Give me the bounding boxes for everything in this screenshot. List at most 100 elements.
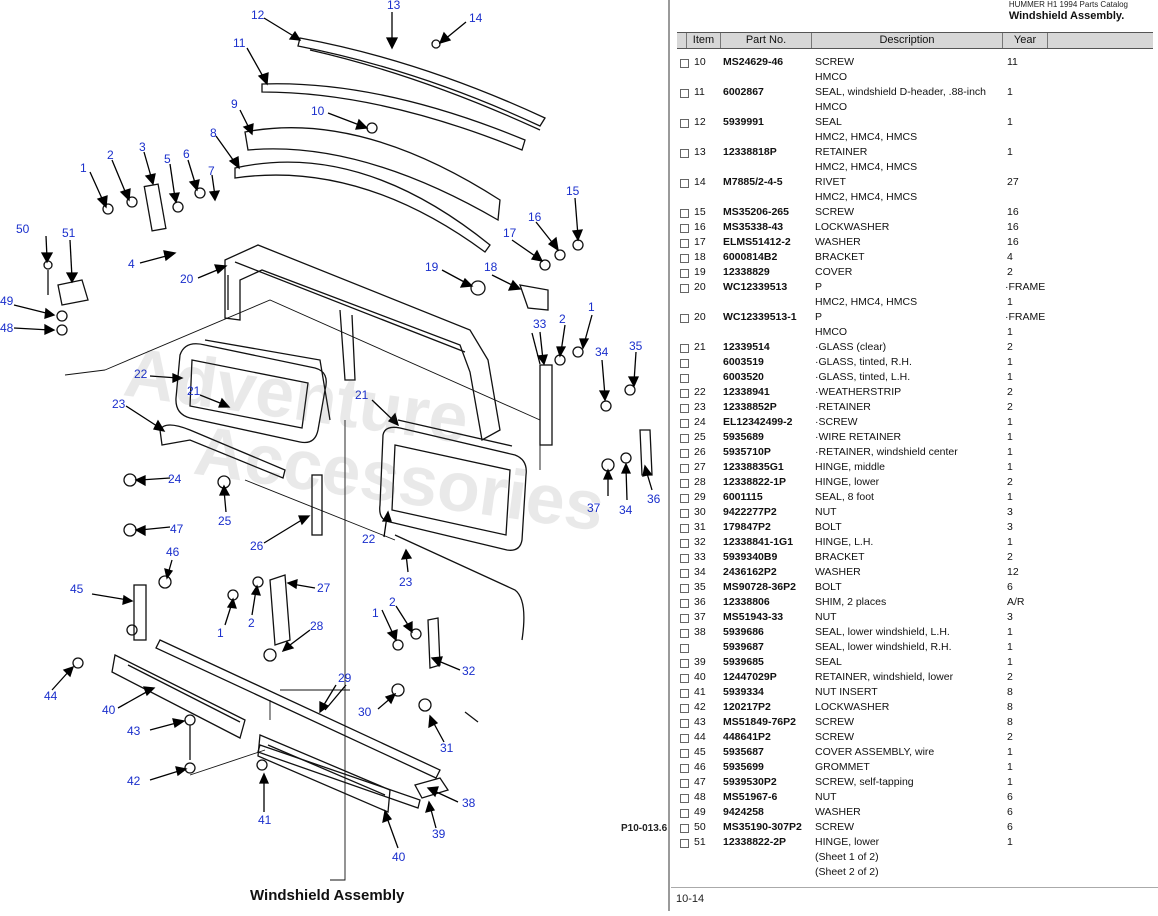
row-checkbox[interactable] — [680, 659, 689, 668]
row-checkbox[interactable] — [680, 374, 689, 383]
row-checkbox[interactable] — [680, 839, 689, 848]
row-checkbox[interactable] — [680, 254, 689, 263]
row-checkbox[interactable] — [680, 494, 689, 503]
row-checkbox[interactable] — [680, 209, 689, 218]
row-checkbox[interactable] — [680, 479, 689, 488]
row-checkbox[interactable] — [680, 389, 689, 398]
row-checkbox[interactable] — [680, 404, 689, 413]
row-checkbox[interactable] — [680, 89, 689, 98]
row-checkbox[interactable] — [680, 674, 689, 683]
row-checkbox[interactable] — [680, 719, 689, 728]
row-checkbox[interactable] — [680, 629, 689, 638]
row-checkbox[interactable] — [680, 809, 689, 818]
row-checkbox[interactable] — [680, 584, 689, 593]
row-checkbox[interactable] — [680, 509, 689, 518]
row-checkbox[interactable] — [680, 464, 689, 473]
table-row[interactable]: 6003520·GLASS, tinted, L.H.1 — [677, 370, 1153, 385]
table-row[interactable]: 6003519·GLASS, tinted, R.H.1 — [677, 355, 1153, 370]
row-checkbox[interactable] — [680, 614, 689, 623]
table-row[interactable]: HMC2, HMC4, HMCS — [677, 190, 1153, 205]
row-checkbox[interactable] — [680, 539, 689, 548]
table-row[interactable]: (Sheet 2 of 2) — [677, 865, 1153, 880]
pane-divider[interactable] — [668, 0, 670, 911]
table-row[interactable]: HMCO — [677, 70, 1153, 85]
row-checkbox[interactable] — [680, 314, 689, 323]
row-checkbox[interactable] — [680, 419, 689, 428]
row-checkbox[interactable] — [680, 269, 689, 278]
row-checkbox[interactable] — [680, 599, 689, 608]
row-checkbox[interactable] — [680, 239, 689, 248]
row-checkbox[interactable] — [680, 344, 689, 353]
row-checkbox[interactable] — [680, 434, 689, 443]
header-part-no[interactable]: Part No. — [720, 33, 811, 48]
row-checkbox[interactable] — [680, 734, 689, 743]
row-checkbox[interactable] — [680, 59, 689, 68]
row-checkbox[interactable] — [680, 704, 689, 713]
row-checkbox[interactable] — [680, 179, 689, 188]
table-row[interactable]: HMCO — [677, 100, 1153, 115]
table-row[interactable]: (Sheet 1 of 2) — [677, 850, 1153, 865]
row-checkbox[interactable] — [680, 824, 689, 833]
row-checkbox[interactable] — [680, 524, 689, 533]
row-checkbox[interactable] — [680, 749, 689, 758]
row-checkbox[interactable] — [680, 569, 689, 578]
row-checkbox[interactable] — [680, 644, 689, 653]
header-item[interactable]: Item — [686, 33, 720, 48]
table-row[interactable]: HMC2, HMC4, HMCS — [677, 160, 1153, 175]
row-checkbox[interactable] — [680, 149, 689, 158]
header-description[interactable]: Description — [811, 33, 1002, 48]
row-checkbox[interactable] — [680, 554, 689, 563]
row-checkbox[interactable] — [680, 764, 689, 773]
row-checkbox[interactable] — [680, 224, 689, 233]
table-row[interactable]: HMC2, HMC4, HMCS — [677, 130, 1153, 145]
row-checkbox[interactable] — [680, 449, 689, 458]
row-checkbox[interactable] — [680, 119, 689, 128]
row-checkbox[interactable] — [680, 779, 689, 788]
row-checkbox[interactable] — [680, 794, 689, 803]
row-checkbox[interactable] — [680, 284, 689, 293]
row-checkbox[interactable] — [680, 689, 689, 698]
